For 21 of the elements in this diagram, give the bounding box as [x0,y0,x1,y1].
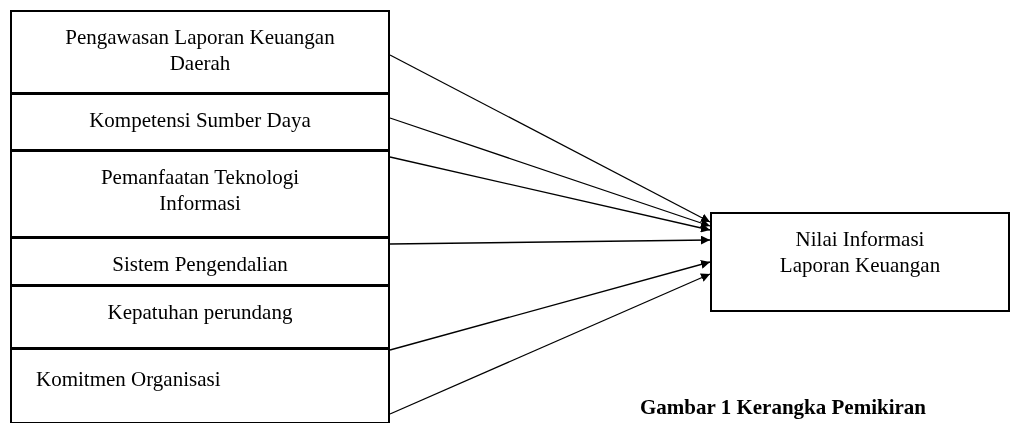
box-label: Sistem Pengendalian [112,251,288,277]
arrow [389,54,711,223]
box-label: Nilai Informasi Laporan Keuangan [778,226,942,278]
variable-box [10,285,390,349]
variable-box [10,150,390,238]
box-label: Pengawasan Laporan Keuangan Daerah [64,24,336,76]
arrow [389,117,711,228]
box-label: Pemanfaatan Teknologi Informasi [99,164,301,216]
figure-caption: Gambar 1 Kerangka Pemikiran [640,394,927,421]
variable-box [710,212,1010,312]
box-label: Komitmen Organisasi [36,366,221,392]
variable-box [10,10,390,94]
arrow [389,260,711,351]
arrow [389,235,711,245]
arrow [389,273,711,415]
variable-box [10,237,390,286]
box-label: Kompetensi Sumber Daya [89,107,311,133]
arrow [389,156,711,233]
variable-box [10,93,390,151]
box-label: Kepatuhan perundang [107,299,293,325]
variable-box [10,348,390,423]
